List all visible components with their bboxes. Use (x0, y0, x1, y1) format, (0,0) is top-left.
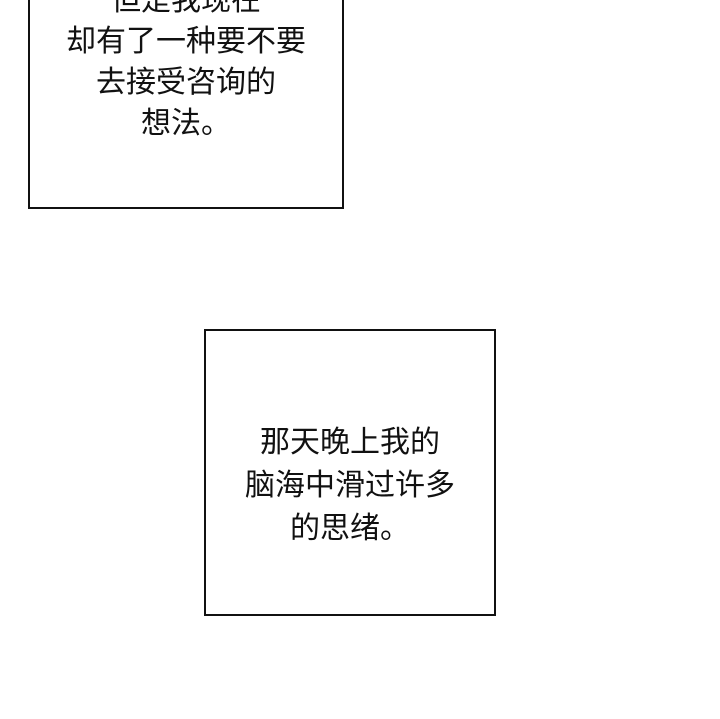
narration-line: 想法。 (141, 106, 231, 141)
narration-line: 去接受咨询的 (96, 65, 276, 100)
narration-text-middle: 那天晚上我的 脑海中滑过许多 的思绪。 (206, 421, 494, 550)
narration-line: 脑海中滑过许多 (245, 468, 455, 503)
narration-line: 却有了一种要不要 (66, 24, 306, 59)
narration-line: 的思绪。 (290, 511, 410, 546)
narration-text-top: 但是我现在 却有了一种要不要 去接受咨询的 想法。 (30, 0, 342, 144)
speech-panel-middle: 那天晚上我的 脑海中滑过许多 的思绪。 (204, 329, 496, 616)
speech-panel-top: 但是我现在 却有了一种要不要 去接受咨询的 想法。 (28, 0, 344, 209)
narration-line: 但是我现在 (111, 0, 261, 18)
narration-line: 那天晚上我的 (260, 425, 440, 460)
